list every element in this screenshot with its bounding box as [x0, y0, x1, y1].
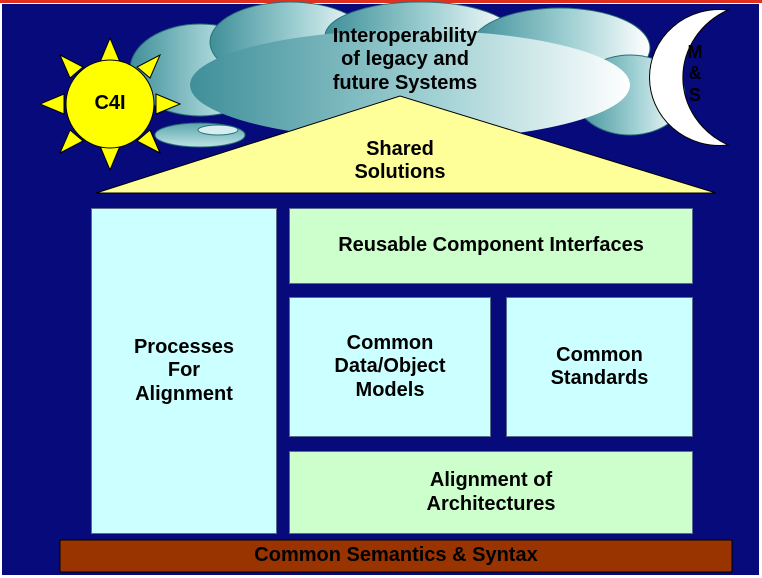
- foundation-bar: [59, 539, 733, 573]
- cloud-shape: [129, 1, 686, 148]
- foundation-label: Common Semantics & Syntax: [254, 544, 538, 567]
- common-standards-label: Common Standards: [550, 343, 649, 389]
- sun-shape: [38, 36, 182, 172]
- sun-label: C4I: [94, 92, 126, 115]
- processes-for-alignment-label: Processes For Alignment: [133, 335, 235, 405]
- moon-label: M & S: [687, 42, 703, 105]
- reusable-component-interfaces-label: Reusable Component Interfaces: [338, 234, 644, 257]
- alignment-of-architectures-label: Alignment of Architectures: [426, 469, 556, 515]
- top-accent-line: [0, 0, 762, 3]
- moon-shape: [649, 9, 730, 146]
- common-data-object-models-box: [289, 297, 491, 437]
- common-data-object-models-label: Common Data/Object Models: [334, 331, 446, 401]
- cloud-title: Interoperability of legacy and future Sy…: [332, 24, 478, 94]
- roof-label: Shared Solutions: [354, 137, 446, 183]
- alignment-of-architectures-box: [289, 451, 693, 534]
- common-standards-box: [506, 297, 693, 437]
- reusable-component-interfaces-box: [289, 208, 693, 284]
- roof-shape: [95, 95, 717, 194]
- processes-for-alignment-box: [91, 208, 277, 534]
